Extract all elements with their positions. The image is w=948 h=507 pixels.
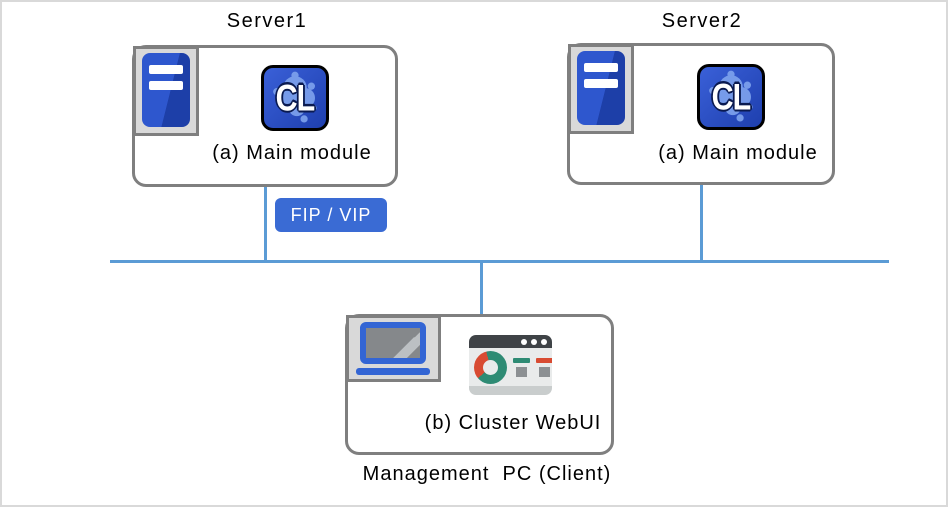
browser-titlebar	[469, 335, 552, 348]
management-pc-caption: Management PC (Client)	[362, 463, 612, 485]
server1-connector-line	[264, 186, 267, 262]
status-square-icon	[539, 366, 550, 377]
red-status-bar-icon	[536, 357, 552, 363]
server2-module-label: (a) Main module	[658, 142, 818, 164]
server-icon	[568, 44, 634, 134]
browser-body	[469, 348, 552, 386]
laptop-base-graphic	[356, 368, 430, 375]
server-tower-graphic	[142, 53, 190, 127]
laptop-icon	[346, 315, 441, 382]
webui-browser-icon	[469, 335, 552, 395]
browser-dot-icon	[521, 338, 527, 345]
server2-box: CL (a) Main module	[567, 43, 835, 185]
browser-dot-icon	[531, 338, 537, 345]
server-icon	[133, 46, 199, 136]
server2-connector-line	[700, 184, 703, 262]
management-pc-connector-line	[480, 263, 483, 314]
server-tower-graphic	[577, 51, 625, 125]
cl-app-icon: CL	[261, 65, 329, 131]
fip-vip-badge: FIP / VIP	[275, 198, 387, 232]
status-square-icon	[516, 366, 527, 377]
server1-title: Server1	[226, 10, 308, 32]
management-pc-box: (b) Cluster WebUI	[345, 314, 614, 455]
server1-module-label: (a) Main module	[212, 142, 372, 164]
cl-icon-text: CL	[711, 75, 752, 118]
browser-dot-icon	[541, 338, 547, 345]
browser-statusbar	[469, 386, 552, 395]
status-item	[513, 357, 530, 377]
green-status-bar-icon	[513, 357, 530, 363]
cluster-webui-label: (b) Cluster WebUI	[424, 412, 602, 434]
network-bus-line	[110, 260, 889, 263]
cl-icon-text: CL	[275, 76, 316, 119]
laptop-screen-graphic	[360, 322, 426, 364]
status-item	[536, 357, 552, 377]
server1-box: CL (a) Main module	[132, 45, 398, 187]
cluster-splash-shape	[709, 70, 753, 122]
server2-title: Server2	[661, 10, 743, 32]
cl-app-icon: CL	[697, 64, 765, 130]
donut-chart-icon	[474, 350, 507, 384]
cluster-splash-shape	[273, 71, 317, 123]
